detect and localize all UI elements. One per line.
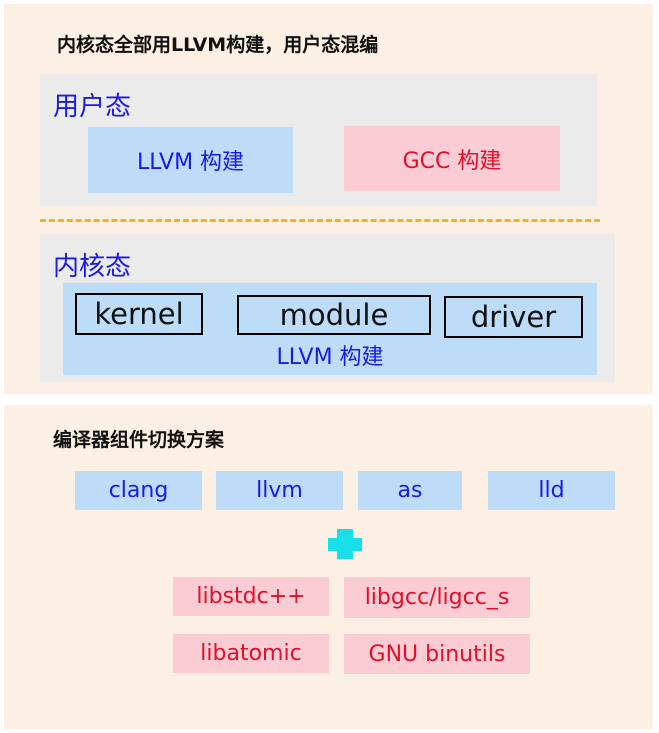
component-lld: lld [488, 471, 615, 510]
kernel-build-label: LLVM 构建 [276, 345, 384, 370]
component-libstdcpp: libstdc++ [173, 577, 329, 616]
driver-module-box: driver [444, 296, 583, 338]
kernel-module-box: kernel [75, 293, 203, 335]
component-libgcc: libgcc/ligcc_s [344, 577, 530, 618]
plus-icon-vertical [337, 529, 353, 559]
component-as: as [358, 471, 462, 510]
kernel-build-area [63, 283, 597, 375]
bottom-panel [4, 405, 653, 729]
component-gnu-binutils: GNU binutils [344, 634, 530, 674]
top-panel-title: 内核态全部用LLVM构建，用户态混编 [57, 34, 379, 56]
component-llvm: llvm [216, 471, 343, 510]
zone-divider [40, 219, 600, 222]
kernel-zone-label: 内核态 [53, 252, 132, 282]
component-libatomic: libatomic [173, 634, 329, 673]
plus-icon [328, 529, 362, 559]
bottom-panel-title: 编译器组件切换方案 [53, 429, 225, 451]
user-llvm-box: LLVM 构建 [88, 127, 293, 193]
user-gcc-box: GCC 构建 [344, 126, 560, 191]
user-zone-label: 用户态 [53, 92, 132, 122]
component-clang: clang [75, 471, 202, 510]
module-module-box: module [237, 295, 431, 335]
